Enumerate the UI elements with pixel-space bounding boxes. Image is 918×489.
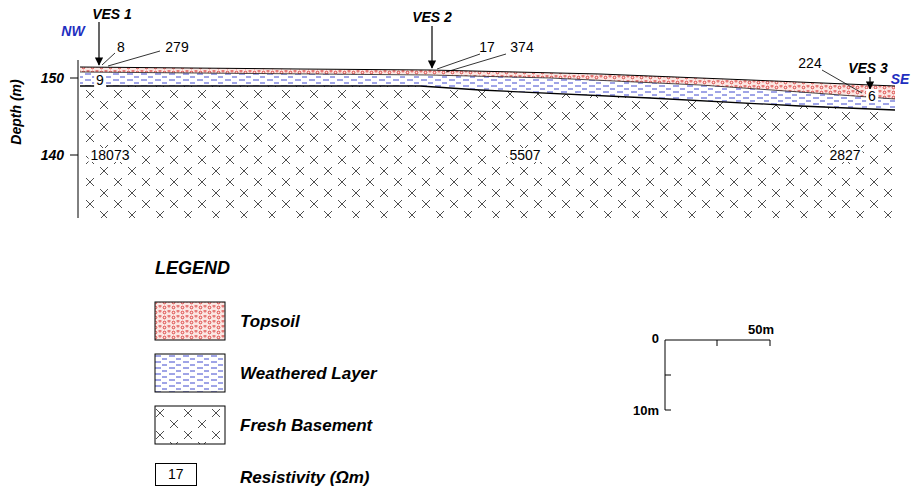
ves-label: VES 2 (412, 10, 452, 24)
resistivity-value: 18073 (89, 148, 132, 162)
weathered-layer (80, 72, 895, 110)
ves-label: VES 1 (92, 7, 132, 21)
weathered-swatch (155, 354, 225, 392)
depth-tick: 140 (41, 148, 64, 162)
scale-label: 50m (748, 323, 774, 336)
resistivity-value: 279 (165, 40, 188, 54)
legend-text: Fresh Basement (240, 417, 372, 434)
direction-label: SE (891, 72, 910, 86)
basement-swatch (155, 406, 225, 444)
axis-title: Depth (m) (9, 79, 23, 144)
legend-text: Resistivity (Ωm) (240, 469, 369, 486)
resistivity-value: 374 (510, 40, 533, 54)
legend-text: Weathered Layer (240, 365, 377, 382)
layer-boundaries (80, 67, 895, 110)
resistivity-sample-box: 17 (155, 463, 197, 486)
resistivity-value: 9 (94, 73, 106, 87)
scale-label: 0 (652, 332, 659, 345)
depth-tick: 150 (41, 71, 64, 85)
legend-heading: LEGEND (155, 259, 230, 277)
ves-label: VES 3 (848, 61, 888, 75)
leader-lines (102, 51, 862, 93)
depth-axis (70, 60, 78, 218)
resistivity-sample: 17 (168, 466, 184, 482)
legend-text: Topsoil (240, 313, 300, 330)
resistivity-value: 8 (117, 40, 125, 54)
ves-arrows (99, 22, 870, 89)
resistivity-value: 2827 (827, 148, 862, 162)
resistivity-value: 224 (798, 56, 821, 70)
scale-bar (665, 340, 770, 410)
resistivity-value: 6 (866, 89, 878, 103)
resistivity-value: 5507 (507, 148, 542, 162)
fresh-basement (80, 86, 895, 218)
scale-label: 10m (633, 404, 659, 417)
resistivity-value: 17 (479, 40, 495, 54)
topsoil-swatch (155, 302, 225, 340)
direction-label: NW (61, 24, 84, 38)
topsoil-layer (80, 67, 895, 99)
